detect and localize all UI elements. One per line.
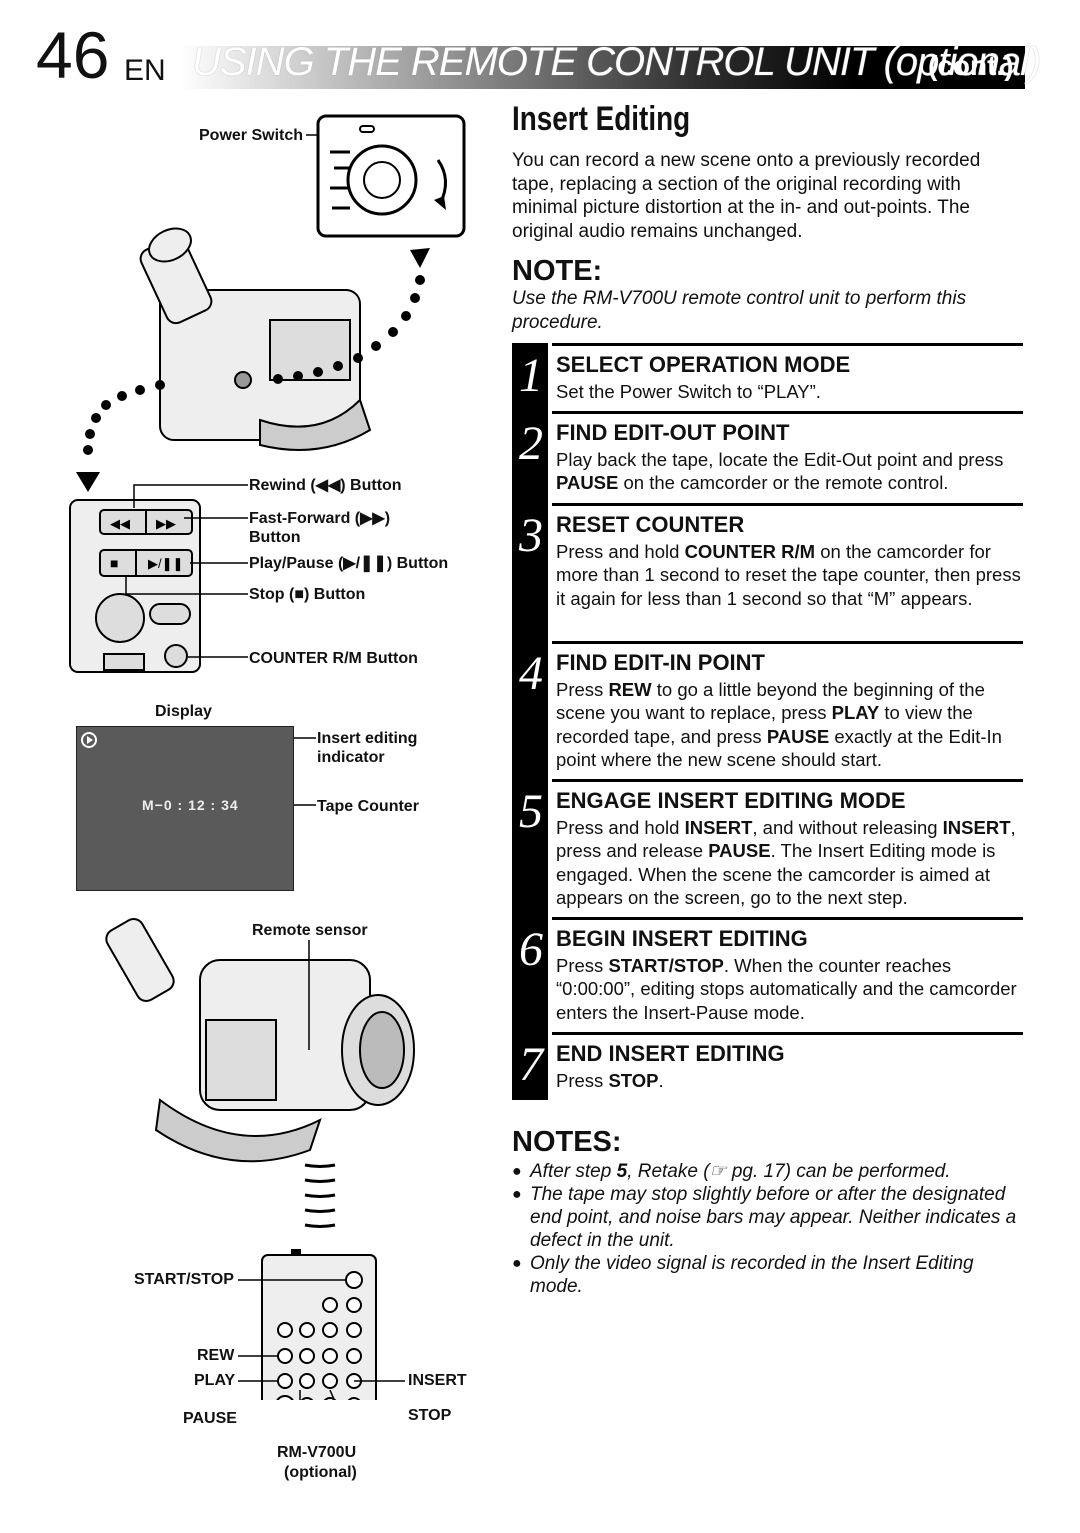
step-body: Press STOP. [556,1070,664,1091]
insert-indicator-label-2: indicator [317,749,385,766]
step-title: BEGIN INSERT EDITING [556,926,808,951]
camcorder-side-icon [105,918,415,1163]
step-number: 3 [519,509,543,562]
note-text: Use the RM-V700U remote control unit to … [512,288,967,333]
remote-model-label: RM-V700U [277,1444,357,1461]
start-stop-label: START/STOP [134,1271,234,1288]
play-label: PLAY [194,1372,236,1389]
tape-counter-value: M−0 : 12 : 34 [142,797,239,813]
step-rule [552,411,1023,414]
rewind-label: Rewind (◀◀) Button [249,477,402,494]
step-rule [552,641,1023,644]
step-number: 1 [519,349,543,402]
step-body: Press REW to go a little beyond the begi… [556,679,1002,770]
bullet-icon: ● [512,1186,522,1203]
note-heading: NOTE: [512,255,603,287]
svg-text:■: ■ [110,555,118,571]
step-number: 6 [519,923,543,976]
fastforward-label-2: Button [249,529,301,546]
step-rule [552,343,1023,346]
step-title: END INSERT EDITING [556,1041,785,1066]
camcorder-top-icon [139,227,372,451]
insert-edit-indicator-icon [81,732,97,748]
stop-remote-label: STOP [408,1407,452,1424]
note-item: Only the video signal is recorded in the… [530,1253,974,1297]
step-rule [552,917,1023,920]
steps-bar [512,343,548,1100]
pause-label: PAUSE [183,1410,237,1427]
remote-optional-label: (optional) [284,1464,357,1481]
step-title: FIND EDIT-IN POINT [556,650,765,675]
step-number: 2 [519,417,543,470]
header-cont: (cont.) [928,50,1014,81]
insert-label: INSERT [408,1372,467,1389]
step-body: Press and hold INSERT, and without relea… [556,817,1016,908]
remote-control-icon [261,1249,377,1400]
camcorder-illustrations: ◀◀ ▶▶ ■ ▶/❚❚ [69,114,466,1400]
display-label: Display [155,703,212,720]
step-number: 7 [519,1038,543,1091]
step-title: RESET COUNTER [556,512,745,537]
step-number: 4 [519,647,543,700]
camcorder-button-panel-icon: ◀◀ ▶▶ ■ ▶/❚❚ [69,499,201,673]
step-title: ENGAGE INSERT EDITING MODE [556,788,906,813]
signal-waves-icon [304,1163,336,1228]
step-number: 5 [519,785,543,838]
intro-text: You can record a new scene onto a previo… [512,150,981,242]
step-body: Press and hold COUNTER R/M on the camcor… [556,541,1021,609]
svg-text:◀◀: ◀◀ [110,516,130,531]
step-rule [552,503,1023,506]
step-rule [552,1032,1023,1035]
power-switch-label: Power Switch [199,127,304,144]
language-code: EN [124,54,166,87]
notes-heading: NOTES: [512,1126,622,1158]
remote-sensor-label: Remote sensor [252,922,368,939]
note-item: The tape may stop slightly before or aft… [530,1184,1017,1251]
step-title: FIND EDIT-OUT POINT [556,420,790,445]
display-screen [76,726,294,891]
page-number: 46 [36,18,110,92]
bullet-icon: ● [512,1255,522,1272]
section-title: Insert Editing [512,100,691,138]
step-body: Press START/STOP. When the counter reach… [556,955,1017,1023]
svg-text:▶/❚❚: ▶/❚❚ [148,556,183,572]
rew-label: REW [197,1347,235,1364]
step-body: Set the Power Switch to “PLAY”. [556,381,821,402]
step-title: SELECT OPERATION MODE [556,352,851,377]
dotted-arrow-icon [76,248,430,492]
header-band [180,46,1025,89]
playpause-label: Play/Pause (▶/❚❚) Button [249,555,449,572]
tape-counter-label: Tape Counter [317,798,419,815]
step-rule [552,779,1023,782]
step-body: Play back the tape, locate the Edit-Out … [556,449,1004,494]
counter-button-label: COUNTER R/M Button [249,650,418,667]
power-switch-icon [316,114,466,238]
header-title: USING THE REMOTE CONTROL UNIT (optional) [192,40,1041,84]
svg-text:▶▶: ▶▶ [156,516,176,531]
note-item: After step 5, Retake (☞ pg. 17) can be p… [530,1161,951,1182]
insert-indicator-label: Insert editing [317,730,418,747]
bullet-icon: ● [512,1163,522,1180]
stop-label: Stop (■) Button [249,586,366,603]
fastforward-label: Fast-Forward (▶▶) [249,510,391,527]
